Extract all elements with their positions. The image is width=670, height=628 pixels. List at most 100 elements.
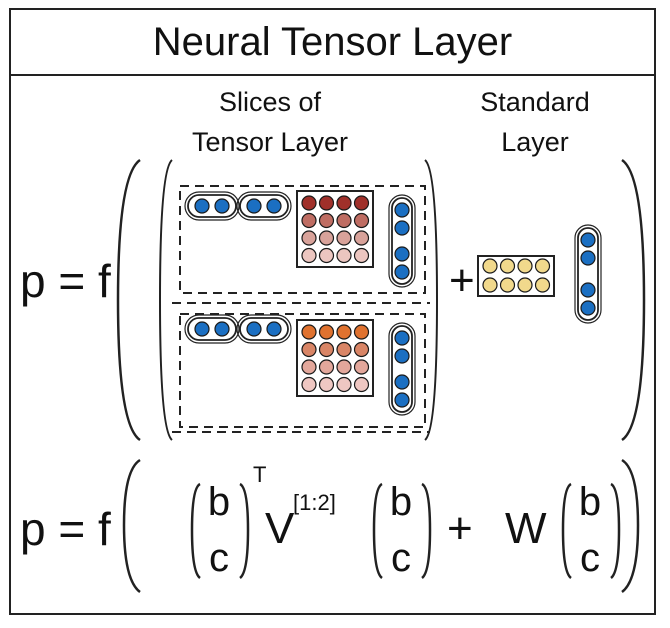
diagram-title: Neural Tensor Layer [152,19,513,64]
vec3-bottom: c [580,536,600,580]
slice2-vec-c-outer [236,314,292,344]
slice2-matrix-cell [301,324,317,340]
title-bar: Neural Tensor Layer [11,10,654,76]
slice1-matrix-cell [353,212,370,229]
weight-symbol: W [505,504,547,553]
vec1-brackets [190,482,250,579]
top-right-paren [621,158,646,442]
slice1-matrix-cell [336,212,352,229]
standard-matrix-cell [482,258,498,274]
slice-1-box [179,185,426,294]
standard-vec-col-node [580,232,596,248]
standard-matrix-cell [499,258,516,274]
slice1-vec-col [391,197,413,285]
vec2-top: b [389,480,413,524]
slice2-matrix-cell [318,324,335,340]
standard-matrix-cell [534,277,551,293]
slice1-matrix-cell [318,212,335,229]
slice1-vec-col-node [394,246,410,262]
slice-2-box [179,313,426,428]
transpose-mark: T [253,462,267,487]
slice2-vec-col-node [394,374,410,390]
vec3-top: b [578,480,602,524]
slice1-vec-c-outer [236,191,292,221]
slice1-vec-b-outer [184,191,240,221]
slice1-matrix-cell [336,247,352,264]
slice1-vec-b-node [194,198,210,214]
slices-label-line2: Tensor Layer [191,127,349,157]
slice2-matrix-cell [301,359,317,375]
bottom-right-paren [621,458,640,593]
slice2-vec-b-outer [184,314,240,344]
slice1-vec-b-node [214,198,230,214]
slice2-matrix-cell [353,376,370,393]
slice1-vec-col-outer [388,194,416,288]
standard-vec-col-node [580,250,596,266]
slice1-vec-col-node [394,202,410,218]
tensor-group-bracket-right [424,159,439,441]
slice1-matrix-cell [336,230,352,246]
slices-label: Slices of Tensor Layer [160,82,380,162]
bottom-left-paren [122,458,141,593]
slice1-matrix-cell [353,230,370,246]
slice2-vec-col-outer [388,322,416,416]
slice2-matrix-cell [353,341,370,358]
slice2-matrix-cell [353,359,370,375]
slice2-matrix-cell [336,359,352,375]
diagram-frame: Neural Tensor Layer [9,8,656,615]
slice1-matrix-cell [353,247,370,264]
slice1-matrix-cell [301,212,317,229]
slice2-vec-col-node [394,348,410,364]
standard-matrix-cell [534,258,551,274]
slice2-matrix-cell [318,376,335,393]
equation-bottom-lhs: p = f [20,503,111,555]
standard-matrix-cell [499,277,516,293]
equation-bottom-plus: + [447,504,473,553]
slice1-matrix-cell [301,195,317,211]
vec3-brackets [561,482,621,579]
standard-matrix-cell [517,258,533,274]
standard-label: Standard Layer [455,82,615,162]
slice1-matrix-cell [301,247,317,264]
equation-top-lhs: p = f [20,255,111,307]
slice2-matrix-cell [301,376,317,393]
slice1-matrix-cell [353,195,370,211]
vec2-brackets [372,482,432,579]
slice1-vec-c-node [266,198,282,214]
slice2-matrix-cell [336,341,352,358]
slice1-matrix-cell [318,195,335,211]
slice2-matrix-cell [353,324,370,340]
standard-vec-col-outer [574,224,602,324]
slices-label-line1: Slices of [218,87,322,117]
equation-top-plus: + [449,256,475,305]
slice2-vec-col-node [394,392,410,408]
slice1-vec-col-node [394,220,410,236]
slice2-vec-col-node [394,330,410,346]
vec1-top: b [207,480,231,524]
standard-vec-col-node [580,282,596,298]
slice2-vec-col [391,325,413,413]
slice2-vec-b-node [194,321,210,337]
slice2-matrix-cell [336,376,352,393]
slice1-matrix-cell [318,247,335,264]
standard-vec-col [577,227,599,321]
slice2-matrix-cell [336,324,352,340]
slice2-vec-c-node [266,321,282,337]
slice1-matrix-cell [336,195,352,211]
slice1-matrix-cell [318,230,335,246]
tensor-superscript: [1:2] [293,490,336,515]
standard-matrix-cell [517,277,533,293]
tensor-group-bracket-left [158,159,173,441]
vec1-bottom: c [209,536,229,580]
standard-label-line1: Standard [480,87,590,117]
slice1-vec-c-node [246,198,262,214]
slice2-vec-c-node [246,321,262,337]
slice2-matrix-cell [318,341,335,358]
slice2-matrix-cell [318,359,335,375]
vec2-bottom: c [391,536,411,580]
standard-label-line2: Layer [501,127,569,157]
slice2-vec-b-node [214,321,230,337]
slice1-vec-col-node [394,264,410,280]
tensor-symbol: V [265,504,295,553]
